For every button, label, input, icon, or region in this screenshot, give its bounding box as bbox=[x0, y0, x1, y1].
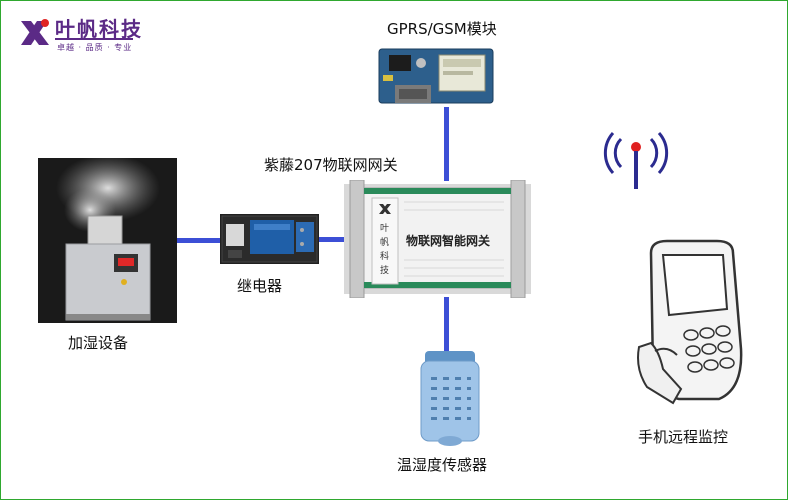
wireless-signal-icon bbox=[603, 132, 669, 189]
gateway-device-image: 物联网智能网关 叶帆科技 bbox=[344, 180, 531, 298]
gprs-module-image bbox=[378, 48, 494, 104]
connector-humidifier-relay bbox=[177, 238, 221, 243]
mobile-phone-icon bbox=[637, 239, 743, 405]
humidifier-label: 加湿设备 bbox=[68, 334, 129, 352]
humidifier-image bbox=[38, 158, 177, 323]
humidity-sensor-image bbox=[420, 351, 480, 446]
logo-underline bbox=[55, 38, 133, 40]
gprs-module-label: GPRS/GSM模块 bbox=[387, 20, 497, 38]
gateway-label: 紫藤207物联网网关 bbox=[264, 156, 398, 174]
connector-gprs-gateway bbox=[444, 107, 449, 181]
company-slogan: 卓越 · 品质 · 专业 bbox=[57, 43, 133, 52]
company-logo-icon bbox=[21, 19, 49, 45]
relay-label: 继电器 bbox=[237, 277, 283, 295]
gateway-panel-title: 物联网智能网关 bbox=[406, 234, 491, 248]
gateway-vertical-logo: 叶帆科技 bbox=[380, 224, 390, 276]
company-name: 叶帆科技 bbox=[55, 17, 143, 41]
sensor-label: 温湿度传感器 bbox=[397, 456, 488, 474]
remote-monitoring-label: 手机远程监控 bbox=[638, 428, 729, 446]
connector-gateway-sensor bbox=[444, 297, 449, 353]
relay-module-image bbox=[220, 214, 319, 264]
connector-relay-gateway bbox=[319, 237, 345, 242]
